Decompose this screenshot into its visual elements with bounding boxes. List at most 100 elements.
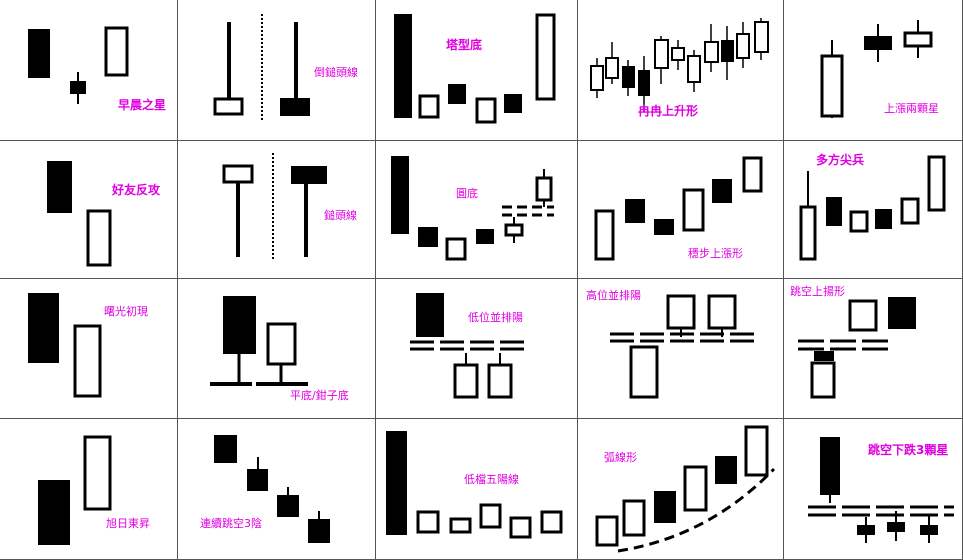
candle-bullish xyxy=(504,223,524,237)
pattern-label: 平底/鉗子底 xyxy=(290,389,349,402)
pattern-label: 跳空上揚形 xyxy=(790,285,845,298)
candle-bullish xyxy=(222,164,254,184)
pattern-14-drawing xyxy=(610,294,756,399)
candle-bullish xyxy=(594,209,615,261)
pattern-cell-17: 連續跳空3陰 xyxy=(178,419,376,560)
pattern-1-drawing xyxy=(28,26,129,104)
candle-bullish xyxy=(682,188,705,232)
pattern-cell-5: 上漲兩顆星 xyxy=(784,0,963,141)
pattern-5-drawing xyxy=(820,20,933,118)
candle-bullish xyxy=(104,26,129,77)
candle-bullish xyxy=(535,13,556,101)
candle-bearish xyxy=(28,29,50,78)
pattern-label: 低位並排陽 xyxy=(468,311,523,324)
candle-bullish xyxy=(83,435,112,511)
candle-bullish xyxy=(479,503,502,529)
candle-bullish xyxy=(535,176,553,202)
candle-bullish xyxy=(744,425,769,477)
candle-bearish xyxy=(214,435,237,463)
pattern-label: 旭日東昇 xyxy=(106,517,150,530)
pattern-10-drawing xyxy=(799,155,946,261)
pattern-label: 上漲兩顆星 xyxy=(884,102,939,115)
pattern-4-drawing xyxy=(590,18,769,112)
pattern-8-drawing xyxy=(391,156,554,261)
candle-bullish xyxy=(666,294,696,330)
candle-bearish xyxy=(654,491,676,523)
candle-bearish xyxy=(820,437,840,495)
candle-bearish xyxy=(504,94,522,113)
candle-bearish xyxy=(223,296,256,354)
candle-bullish xyxy=(742,156,763,193)
candle-bullish xyxy=(820,54,844,118)
pattern-cell-16: 旭日東昇 xyxy=(0,419,178,560)
candle-bearish xyxy=(280,98,310,116)
pattern-cell-4: 冉冉上升形 xyxy=(578,0,784,141)
candle-bearish xyxy=(247,469,268,491)
pattern-cell-19: 弧線形 xyxy=(578,419,784,560)
candle-bullish xyxy=(849,210,869,233)
candle-bearish xyxy=(625,199,645,223)
candle-bullish xyxy=(810,361,836,399)
pattern-cell-20: 跳空下跌3顆星 xyxy=(784,419,963,560)
pattern-cell-8: 圓底 xyxy=(376,141,578,279)
candle-bearish xyxy=(712,179,732,203)
candle-bullish xyxy=(629,345,659,399)
pattern-cell-7: 鎚頭線 xyxy=(178,141,376,279)
candle-bullish xyxy=(707,294,737,330)
candle-bearish xyxy=(448,84,466,104)
candle-bearish xyxy=(476,229,494,244)
pattern-label: 連續跳空3陰 xyxy=(200,517,262,530)
pattern-label: 圓底 xyxy=(456,187,478,200)
candle-series xyxy=(590,18,769,112)
candle-star xyxy=(864,36,892,50)
pattern-3-drawing xyxy=(394,13,556,124)
pattern-15-drawing xyxy=(798,297,916,399)
candle-bearish xyxy=(875,209,892,229)
pattern-label: 高位並排陽 xyxy=(586,289,641,302)
candle-bullish xyxy=(86,209,112,267)
pattern-label: 倒鎚頭線 xyxy=(314,66,358,79)
pattern-label: 曙光初現 xyxy=(104,305,148,318)
candle-bullish xyxy=(848,299,878,332)
candle-star xyxy=(920,525,938,535)
pattern-9-drawing xyxy=(594,156,763,261)
pattern-cell-15: 跳空上揚形 xyxy=(784,279,963,419)
candle-bearish xyxy=(654,219,674,235)
pattern-label: 跳空下跌3顆星 xyxy=(868,443,949,457)
pattern-cell-2: 倒鎚頭線 xyxy=(178,0,376,141)
pattern-6-drawing xyxy=(47,161,112,267)
candle-bearish xyxy=(418,227,438,247)
pattern-cell-1: 早晨之星 xyxy=(0,0,178,141)
candle-bearish xyxy=(416,293,444,337)
candle-bearish xyxy=(277,495,299,517)
candle-bullish xyxy=(540,510,563,534)
pattern-cell-6: 好友反攻 xyxy=(0,141,178,279)
candle-bullish xyxy=(475,97,497,124)
candle-bullish xyxy=(73,324,102,398)
candle-bullish xyxy=(622,499,646,537)
candle-bearish xyxy=(386,431,407,535)
pattern-16-drawing xyxy=(38,435,112,545)
pattern-18-drawing xyxy=(386,431,563,539)
candle-bearish xyxy=(394,14,412,118)
pattern-cell-11: 曙光初現 xyxy=(0,279,178,419)
arc-trend-line xyxy=(617,467,776,553)
candle-bullish xyxy=(683,465,708,512)
pattern-cell-18: 低檔五陽線 xyxy=(376,419,578,560)
candle-bullish xyxy=(445,237,467,261)
candle-bullish xyxy=(509,516,532,539)
candle-bullish xyxy=(213,97,244,116)
pattern-11-drawing xyxy=(28,293,102,398)
candle-bullish xyxy=(453,363,479,399)
candle-bullish xyxy=(900,197,920,225)
pattern-2-drawing xyxy=(213,14,310,122)
candle-star xyxy=(857,525,875,535)
candle-star xyxy=(903,31,933,48)
pattern-20-drawing xyxy=(808,437,954,543)
pattern-cell-13: 低位並排陽 xyxy=(376,279,578,419)
candle-bullish xyxy=(418,94,440,119)
pattern-7-drawing xyxy=(222,153,327,261)
pattern-cell-10: 多方尖兵 xyxy=(784,141,963,279)
pattern-13-drawing xyxy=(410,293,526,399)
